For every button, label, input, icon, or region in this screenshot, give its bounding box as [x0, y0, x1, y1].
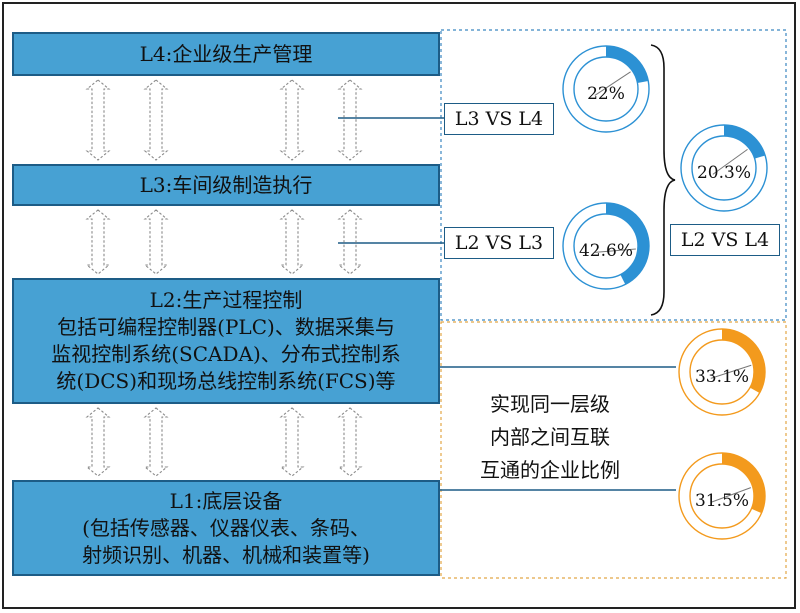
dashed-double-arrow-7: [279, 209, 305, 275]
donut-internal-l2-pointer: [710, 364, 752, 379]
donut-l2-vs-l4-value-label: 20.3%: [697, 163, 751, 183]
level-l2-box: L2:生产过程控制 包括可编程控制器(PLC)、数据采集与 监视控制系统(SCA…: [12, 278, 440, 404]
donut-charts: 22% 42.6% 20.3% 33.1% 31.5%: [562, 45, 768, 540]
dashed-double-arrow-11: [279, 407, 305, 477]
donut-l2-vs-l4: 20.3%: [680, 124, 768, 212]
level-l3-box: L3:车间级制造执行: [12, 164, 440, 206]
note-line-1: 实现同一层级: [490, 392, 610, 416]
donut-internal-l2: 33.1%: [678, 328, 766, 416]
donut-l3-vs-l4-value-arc: [606, 46, 649, 84]
donut-internal-l1: 31.5%: [678, 452, 766, 540]
level-l1-line-2: 射频识别、机器、机械和装置等): [82, 542, 370, 567]
internal-interconnect-note: 实现同一层级 内部之间互联 互通的企业比例: [446, 388, 654, 487]
level-l1-title: L1:底层设备: [169, 488, 283, 513]
upper-dashed-region: [440, 29, 787, 321]
level-l2-line-1: 包括可编程控制器(PLC)、数据采集与: [57, 315, 395, 339]
level-l2-title: L2:生产过程控制: [149, 288, 303, 312]
dashed-double-arrow-10: [143, 407, 169, 477]
curly-brace: [650, 44, 676, 316]
dashed-double-arrow-1: [85, 79, 111, 161]
donut-l2-vs-l4-pointer: [712, 148, 748, 175]
donut-internal-l1-value-arc: [722, 453, 765, 514]
label-l3-vs-l4: L3 VS L4: [444, 103, 554, 135]
donut-l2-vs-l3-value-label: 42.6%: [579, 241, 633, 261]
level-l4-box: L4:企业级生产管理: [12, 32, 440, 76]
level-l2-line-2: 监视控制系统(SCADA)、分布式控制系: [51, 342, 401, 366]
dashed-double-arrow-9: [85, 407, 111, 477]
level-l2-line-3: 统(DCS)和现场总线控制系统(FCS)等: [56, 369, 396, 393]
donut-l3-vs-l4: 22%: [562, 45, 650, 133]
note-line-3: 互通的企业比例: [480, 458, 620, 482]
donut-l2-vs-l3-pointer: [594, 248, 636, 253]
dashed-double-arrow-3: [279, 79, 305, 161]
dashed-double-arrow-2: [143, 79, 169, 161]
donut-internal-l2-value-arc: [722, 329, 765, 393]
donut-internal-l2-value-label: 33.1%: [695, 367, 749, 387]
donut-internal-l1-value-label: 31.5%: [695, 491, 749, 511]
lower-dashed-region: [440, 321, 787, 579]
level-l3-title: L3:车间级制造执行: [139, 172, 313, 197]
donut-l3-vs-l4-pointer: [594, 71, 631, 96]
donut-l2-vs-l4-value-arc: [724, 125, 766, 159]
level-l1-box: L1:底层设备 (包括传感器、仪器仪表、条码、 射频识别、机器、机械和装置等): [12, 480, 440, 576]
dashed-double-arrow-8: [337, 209, 363, 275]
level-l4-title: L4:企业级生产管理: [139, 41, 313, 66]
donut-l2-vs-l3: 42.6%: [562, 202, 650, 290]
dashed-arrows: [85, 79, 363, 477]
label-l2-vs-l3: L2 VS L3: [444, 227, 554, 259]
dashed-double-arrow-4: [337, 79, 363, 161]
dashed-double-arrow-5: [85, 209, 111, 275]
donut-l3-vs-l4-value-label: 22%: [587, 84, 625, 104]
donut-internal-l1-pointer: [710, 487, 751, 503]
label-l2-vs-l4: L2 VS L4: [670, 224, 780, 256]
dashed-double-arrow-12: [337, 407, 363, 477]
donut-l2-vs-l3-value-arc: [606, 203, 650, 285]
level-l1-line-1: (包括传感器、仪器仪表、条码、: [82, 515, 370, 540]
dashed-double-arrow-6: [143, 209, 169, 275]
note-line-2: 内部之间互联: [490, 425, 610, 449]
